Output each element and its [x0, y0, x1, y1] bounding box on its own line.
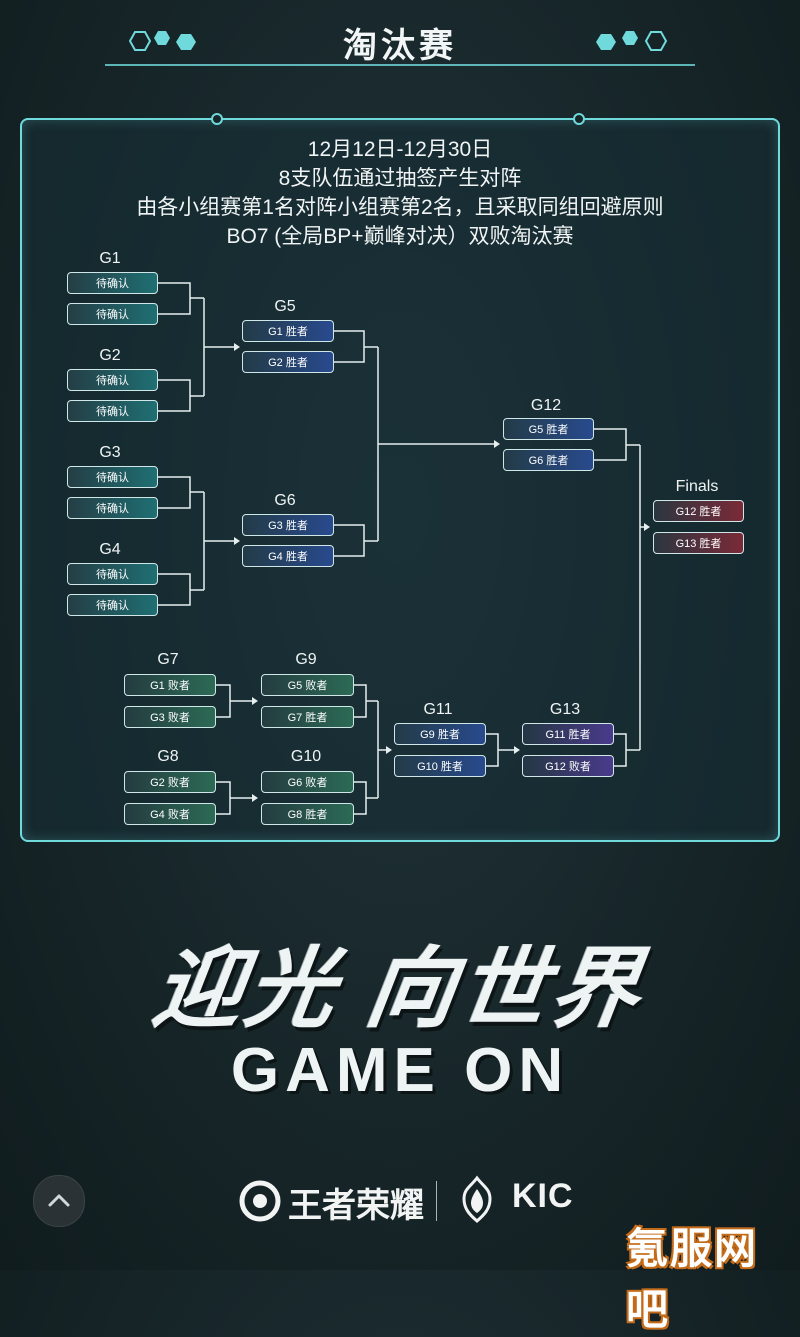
- match-label-g11: G11: [423, 701, 453, 718]
- bracket-connectors: [158, 282, 650, 815]
- wzry-logo-icon: [239, 1180, 281, 1222]
- slot-g8-b: G4 败者: [124, 803, 216, 825]
- slot-g6-b: G4 胜者: [242, 545, 334, 567]
- panel-node-right-icon: [573, 113, 585, 125]
- slot-g2-b: 待确认: [67, 400, 158, 422]
- slogan-english: GAME ON: [230, 1036, 570, 1105]
- slot-g13-b: G12 败者: [522, 755, 614, 777]
- scroll-top-button[interactable]: [33, 1175, 85, 1227]
- watermark: 氪服网吧: [626, 1225, 759, 1333]
- champion-crest-icon: [462, 1175, 492, 1223]
- match-label-g12: G12: [530, 397, 562, 414]
- title-underline: [105, 64, 695, 66]
- match-label-g2: G2: [99, 347, 121, 364]
- info-format: BO7 (全局BP+巅峰对决）双败淘汰赛: [226, 225, 574, 248]
- slot-g1-a: 待确认: [67, 272, 158, 294]
- slot-g10-b: G8 胜者: [261, 803, 354, 825]
- chevron-up-icon: [48, 1194, 70, 1207]
- match-label-g5: G5: [274, 298, 296, 315]
- slot-g3-b: 待确认: [67, 497, 158, 519]
- match-label-g1: G1: [99, 250, 121, 267]
- match-label-g3: G3: [99, 444, 121, 461]
- slogan-chinese: 迎光 向世界: [147, 939, 651, 1038]
- slot-g1-b: 待确认: [67, 303, 158, 325]
- slot-g8-a: G2 败者: [124, 771, 216, 793]
- slot-g11-a: G9 胜者: [394, 723, 486, 745]
- slot-finals-a: G12 胜者: [653, 500, 744, 522]
- sponsor-logos: 王者荣耀 KIC: [239, 1175, 573, 1225]
- slot-g7-a: G1 败者: [124, 674, 216, 696]
- page-title: 淘汰赛: [343, 27, 457, 65]
- slot-finals-b: G13 胜者: [653, 532, 744, 554]
- wzry-logo-text: 王者荣耀: [288, 1187, 424, 1225]
- match-label-g7: G7: [157, 651, 179, 668]
- slot-g11-b: G10 胜者: [394, 755, 486, 777]
- logo-divider: [436, 1181, 437, 1221]
- slot-g4-a: 待确认: [67, 563, 158, 585]
- hex-decoration-left-icon: [128, 31, 196, 51]
- slot-g4-b: 待确认: [67, 594, 158, 616]
- slot-g3-a: 待确认: [67, 466, 158, 488]
- slot-g9-a: G5 败者: [261, 674, 354, 696]
- slot-g5-b: G2 胜者: [242, 351, 334, 373]
- info-dates: 12月12日-12月30日: [307, 138, 493, 161]
- hex-decoration-right-icon: [596, 31, 668, 51]
- slot-g9-b: G7 胜者: [261, 706, 354, 728]
- kic-logo-text: KIC: [512, 1177, 574, 1215]
- info-teams: 8支队伍通过抽签产生对阵: [278, 167, 522, 190]
- match-label-g4: G4: [99, 541, 121, 558]
- slot-g2-a: 待确认: [67, 369, 158, 391]
- slot-g12-a: G5 胜者: [503, 418, 594, 440]
- slot-g7-b: G3 败者: [124, 706, 216, 728]
- match-label-g6: G6: [274, 492, 296, 509]
- match-label-g13: G13: [549, 701, 581, 718]
- info-rule: 由各小组赛第1名对阵小组赛第2名，且采取同组回避原则: [136, 196, 664, 219]
- match-label-finals: Finals: [675, 478, 719, 495]
- schedule-info: 12月12日-12月30日 8支队伍通过抽签产生对阵 由各小组赛第1名对阵小组赛…: [0, 135, 800, 251]
- slot-g13-a: G11 胜者: [522, 723, 614, 745]
- match-label-g8: G8: [157, 748, 179, 765]
- slot-g10-a: G6 败者: [261, 771, 354, 793]
- slot-g12-b: G6 胜者: [503, 449, 594, 471]
- slot-g6-a: G3 胜者: [242, 514, 334, 536]
- match-label-g9: G9: [295, 651, 317, 668]
- match-label-g10: G10: [290, 748, 322, 765]
- panel-node-left-icon: [211, 113, 223, 125]
- slot-g5-a: G1 胜者: [242, 320, 334, 342]
